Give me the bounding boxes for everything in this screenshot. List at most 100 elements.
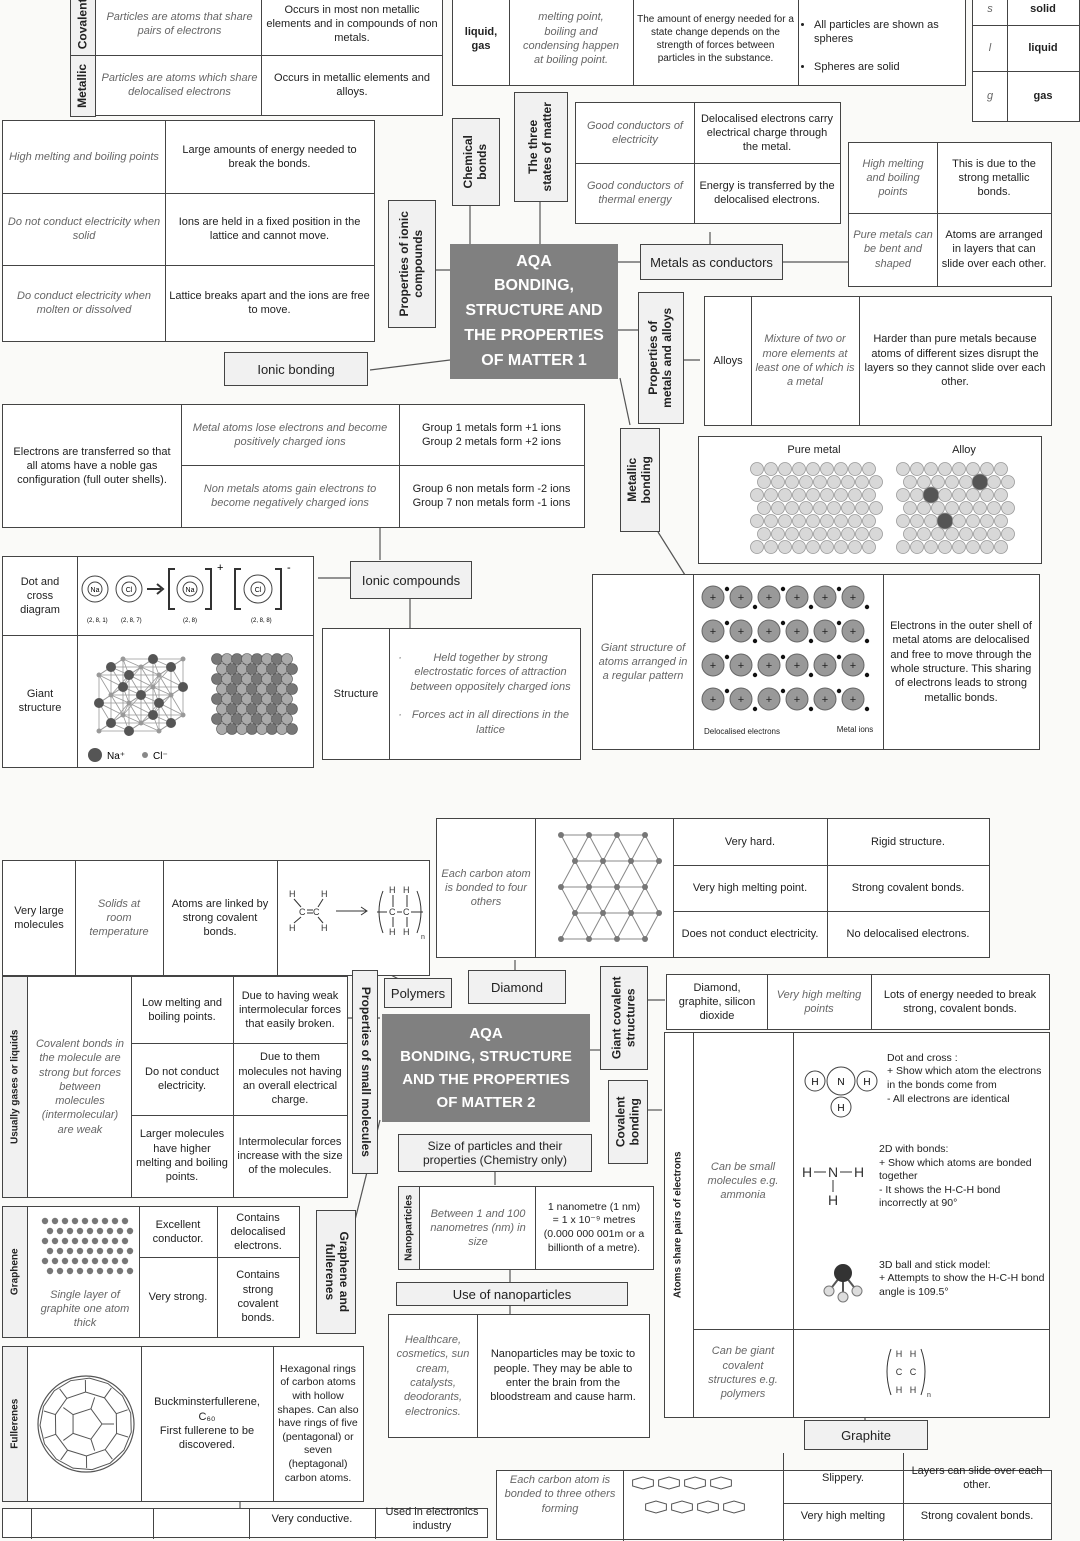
- conductors-table: Good conductors of electricity Delocalis…: [575, 102, 841, 224]
- metal-atom: [856, 502, 869, 515]
- packed-ion: [232, 674, 243, 685]
- positive-charge: +: [794, 592, 800, 604]
- h-atom: H: [896, 1349, 903, 1359]
- metal-atom: [807, 489, 820, 502]
- carbon-atom: [77, 1268, 83, 1274]
- metal-atom: [897, 515, 910, 528]
- metal-atom: [967, 541, 980, 554]
- positive-charge: +: [738, 592, 744, 604]
- metal-atom: [821, 541, 834, 554]
- buckminsterfullerene-text: Buckminsterfullerene, C₆₀ First fulleren…: [141, 1347, 273, 1501]
- ammonia-2d-diagram: H N H H: [797, 1157, 877, 1217]
- packed-ion: [282, 674, 293, 685]
- diamond-reason: Strong covalent bonds.: [827, 865, 989, 911]
- na-ion: [154, 698, 164, 708]
- carbon-atom: [656, 858, 662, 864]
- state-name: gas: [1007, 71, 1079, 121]
- ionic-reason: Lattice breaks apart and the ions are fr…: [165, 265, 374, 341]
- delocalised-electron: [809, 673, 813, 677]
- graphene-fullerenes-label: Graphene and fullerenes: [316, 1210, 356, 1334]
- metal-atom: [995, 541, 1008, 554]
- packed-ion: [217, 724, 228, 735]
- graphite-label: Graphite: [804, 1420, 928, 1450]
- cl-ion: [169, 693, 174, 698]
- packed-ion: [227, 684, 238, 695]
- metal-atom: [1002, 502, 1015, 515]
- nanoparticle-uses-table: Healthcare, cosmetics, sun cream, cataly…: [388, 1314, 650, 1438]
- metal-reason: Atoms are arranged in layers that can sl…: [937, 213, 1051, 286]
- cl-ion: [157, 729, 162, 734]
- carbon-atom: [92, 1238, 98, 1244]
- graphite-reason: Layers can slide over each other.: [903, 1455, 1051, 1501]
- na-ion: [94, 698, 104, 708]
- fullerene-bond: [117, 1433, 128, 1437]
- delocalised-electron: [725, 587, 729, 591]
- positive-charge: +: [850, 592, 856, 604]
- plus-charge: +: [217, 562, 223, 574]
- packed-ion: [262, 714, 273, 725]
- fullerene-bond: [61, 1450, 68, 1460]
- packed-ion: [272, 714, 283, 725]
- packed-ion: [227, 704, 238, 715]
- cl-ion: [121, 657, 126, 662]
- metal-property: High melting and boiling points: [849, 143, 937, 213]
- carbon-atom: [57, 1248, 63, 1254]
- metal-atom: [842, 476, 855, 489]
- small-property: Larger molecules have higher melting and…: [131, 1115, 233, 1197]
- delocalised-electron: [753, 707, 757, 711]
- graphene-table: Graphene Single layer of graphite one at…: [2, 1206, 300, 1338]
- carbon-bond: [617, 913, 631, 939]
- cl-ion: [181, 713, 186, 718]
- na-ion: [148, 710, 158, 720]
- covalent-occurs-text: Occurs in most non metallic elements and…: [262, 0, 442, 55]
- cl-ion: [151, 685, 156, 690]
- na-ion: [166, 662, 176, 672]
- carbon-atom: [47, 1268, 53, 1274]
- carbon-bond: [617, 887, 631, 913]
- carbon-atom: [47, 1228, 53, 1234]
- metal-atom: [946, 476, 959, 489]
- metal-atom: [953, 463, 966, 476]
- state-name: liquid: [1007, 25, 1079, 71]
- graphite-reason: Strong covalent bonds.: [903, 1505, 1051, 1527]
- metal-atom: [897, 541, 910, 554]
- delocalised-electron: [753, 605, 757, 609]
- delocalised-electron: [781, 655, 785, 659]
- graphite-hexagon: [698, 1501, 719, 1513]
- metal-atom: [911, 463, 924, 476]
- state-symbol: g: [973, 71, 1007, 121]
- c-atom: C: [896, 1367, 903, 1377]
- dot-cross-diagram: Na Cl Na + Cl - (2, 8, 1) (2, 8, 7) (2, …: [77, 557, 313, 633]
- metal-atom: [1002, 528, 1015, 541]
- metal-atom: [779, 463, 792, 476]
- covalent-label: Covalent: [70, 0, 96, 56]
- polymers-table: Very large molecules Solids at room temp…: [2, 860, 430, 976]
- states-energy-text: The amount of energy needed for a state …: [633, 0, 798, 85]
- packed-ion: [252, 714, 263, 725]
- positive-charge: +: [850, 660, 856, 672]
- metal-atom: [988, 476, 1001, 489]
- positive-charge: +: [738, 694, 744, 706]
- repeat-n: n: [421, 934, 425, 941]
- small-molecules-table: Usually gases or liquids Covalent bonds …: [2, 976, 348, 1198]
- dot-cross-notes: Dot and cross : + Show which atom the el…: [883, 1039, 1051, 1119]
- carbon-atom: [642, 936, 648, 942]
- carbon-atom: [112, 1238, 118, 1244]
- metal-atom: [1002, 476, 1015, 489]
- packed-ion: [262, 674, 273, 685]
- carbon-atom: [107, 1228, 113, 1234]
- metal-atom: [758, 476, 771, 489]
- carbon-atom: [47, 1248, 53, 1254]
- diamond-property: Very high melting point.: [673, 865, 827, 911]
- carbon-atom: [82, 1258, 88, 1264]
- metal-atom: [849, 489, 862, 502]
- delocalised-electron: [865, 639, 869, 643]
- ammonia-3d-model: [815, 1251, 875, 1311]
- carbon-atom: [77, 1248, 83, 1254]
- metal-atom: [870, 528, 883, 541]
- metallic-label: Metallic: [70, 55, 96, 117]
- conductor-reason: Energy is transferred by the delocalised…: [694, 163, 840, 223]
- metal-atom: [932, 502, 945, 515]
- metal-atom: [911, 541, 924, 554]
- positive-charge: +: [850, 694, 856, 706]
